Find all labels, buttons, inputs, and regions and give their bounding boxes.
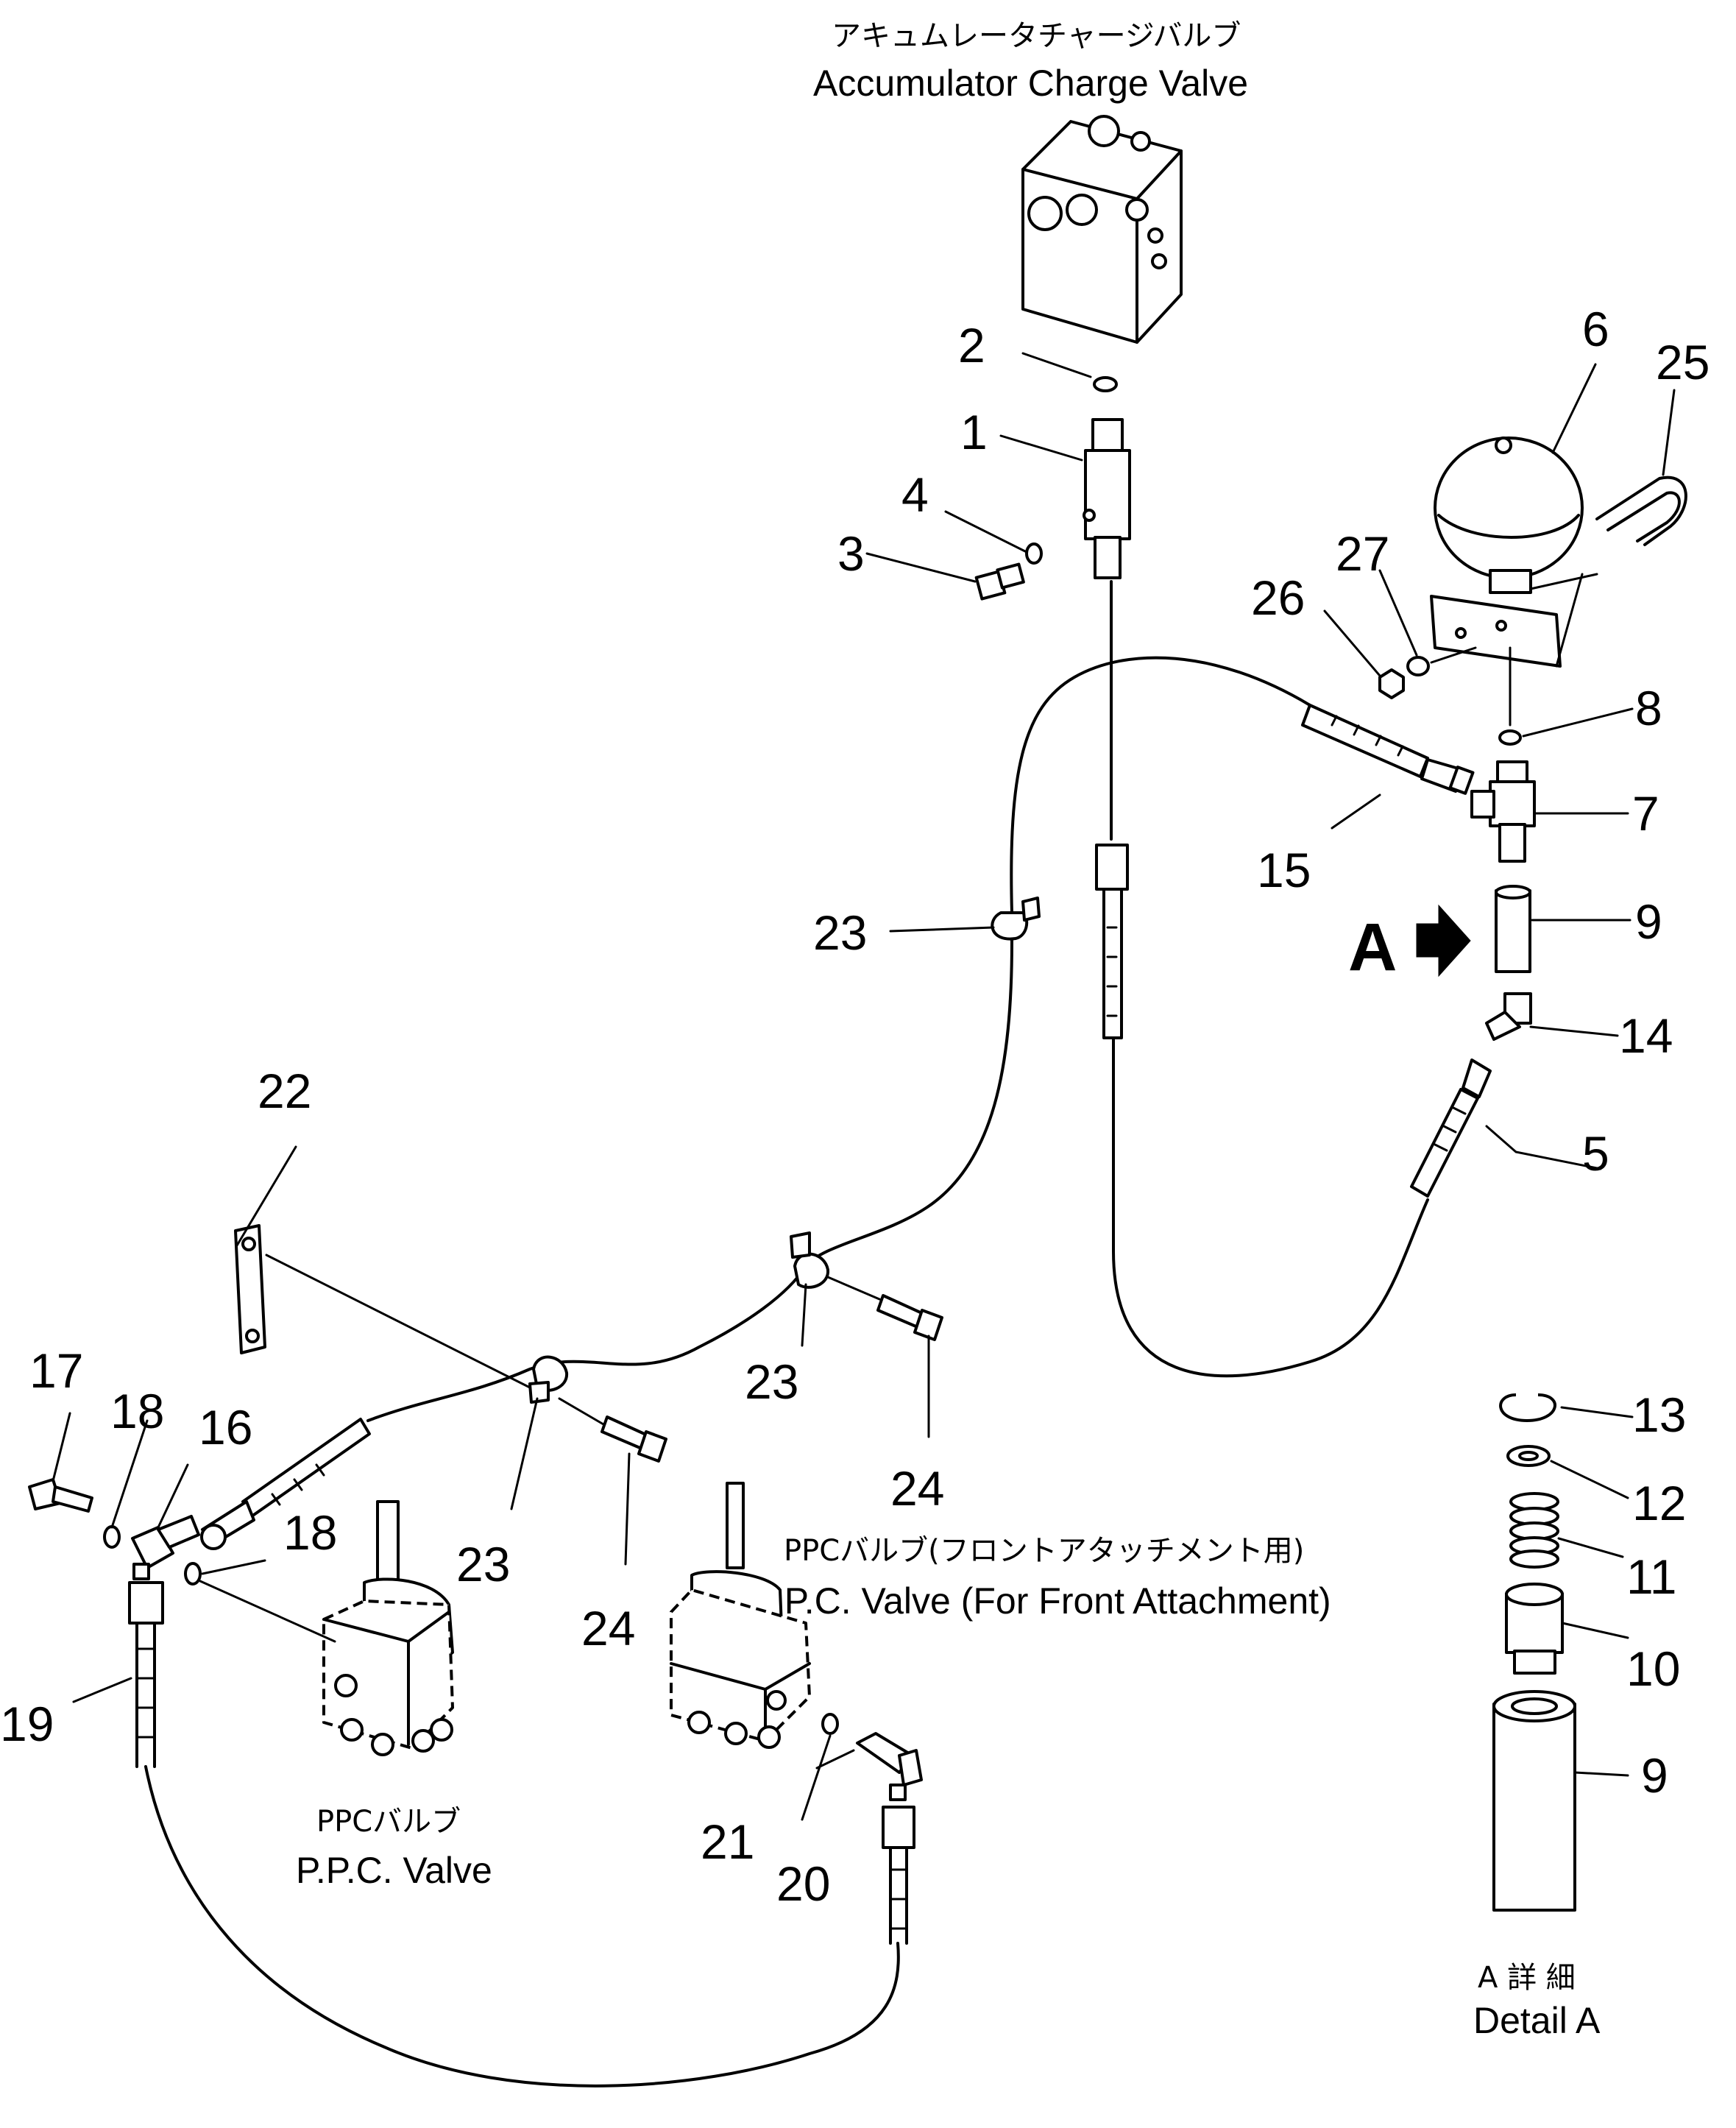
callout-24b: 24 <box>581 1601 635 1655</box>
ppc-valve-right <box>670 1482 811 1749</box>
caption-detail-a-en: Detail A <box>1473 2000 1601 2041</box>
callout-21: 21 <box>701 1814 754 1869</box>
bolt-17 <box>28 1478 93 1513</box>
elbow-16 <box>131 1515 200 1580</box>
valve-10 <box>1505 1583 1564 1675</box>
callout-14: 14 <box>1619 1008 1673 1063</box>
elbow-14 <box>1485 992 1532 1041</box>
spring-11 <box>1509 1492 1559 1569</box>
snap-ring-13 <box>1499 1393 1556 1422</box>
caption-ppc-jp: PPCバルブ <box>316 1805 461 1839</box>
hose-19 <box>128 1581 164 1768</box>
hose-16 <box>200 1418 371 1550</box>
callout-23c: 23 <box>456 1537 510 1591</box>
callout-8: 8 <box>1635 681 1662 735</box>
ppc-valve-left <box>322 1500 454 1756</box>
plug-3 <box>974 562 1025 601</box>
hose-15 <box>1301 704 1475 795</box>
callout-20: 20 <box>776 1856 830 1911</box>
caption-ppc-front-en: P.P.C. Valve (For Front Attachment) <box>754 1580 1331 1622</box>
callout-23a: 23 <box>813 905 867 960</box>
sleeve-9 <box>1495 889 1531 973</box>
bolt-24-left <box>600 1415 667 1463</box>
callout-7: 7 <box>1632 786 1659 841</box>
accumulator-charge-valve <box>1021 115 1183 344</box>
callout-18b: 18 <box>283 1505 337 1560</box>
caption-accumulator-charge-valve-jp: アキュムレータチャージバルブ <box>832 19 1241 53</box>
align-line-24b <box>826 1276 881 1301</box>
callout-11: 11 <box>1626 1549 1677 1604</box>
o-ring-18b <box>184 1562 202 1586</box>
hose-20 <box>882 1806 915 1945</box>
washer-12-hole <box>1518 1451 1539 1461</box>
hose-main <box>366 656 1311 1422</box>
leader-9b <box>1573 1771 1629 1777</box>
view-arrow-a <box>1416 904 1471 978</box>
hose-lower-right <box>1112 1038 1429 1378</box>
align-line-24a <box>558 1397 605 1426</box>
sleeve-9-detail <box>1492 1690 1576 1912</box>
tee-fitting-7 <box>1470 760 1536 863</box>
u-bolt-25 <box>1595 476 1687 546</box>
callout-2: 2 <box>958 318 985 372</box>
callout-26: 26 <box>1251 570 1305 625</box>
callout-24a: 24 <box>890 1461 944 1516</box>
view-marker-a: A <box>1348 910 1397 985</box>
callout-22: 22 <box>258 1064 311 1118</box>
callout-25: 25 <box>1656 335 1710 389</box>
sleeve-9-top <box>1495 885 1531 899</box>
callout-15: 15 <box>1257 843 1311 897</box>
callout-6: 6 <box>1582 302 1609 356</box>
nut-26 <box>1378 668 1405 699</box>
bracket <box>1430 595 1562 668</box>
bolt-24-right <box>876 1294 943 1341</box>
caption-ppc-front-jp: PPCバルブ(フロントアタッチメント用) <box>784 1534 1304 1568</box>
callout-9b: 9 <box>1641 1748 1668 1803</box>
clamp-23-upper <box>991 897 1041 941</box>
callout-18a: 18 <box>110 1384 164 1438</box>
callout-12: 12 <box>1632 1476 1686 1530</box>
caption-detail-a-jp: A 詳 細 <box>1478 1961 1576 1995</box>
o-ring-4 <box>1025 542 1043 565</box>
callout-10: 10 <box>1626 1641 1680 1696</box>
o-ring-2 <box>1093 376 1118 392</box>
callout-23b: 23 <box>745 1354 798 1409</box>
clamp-23-right <box>790 1231 830 1289</box>
clamp-23-left <box>528 1355 569 1404</box>
callout-numbers: 2 1 4 3 6 25 27 26 8 7 15 9 14 5 23 22 2… <box>0 302 1710 1911</box>
callout-9a: 9 <box>1635 894 1662 949</box>
callout-3: 3 <box>837 526 865 581</box>
callout-4: 4 <box>901 467 929 522</box>
o-ring-21 <box>821 1713 839 1735</box>
callout-27: 27 <box>1336 526 1389 581</box>
bracket-line <box>1529 573 1598 668</box>
leader-lines <box>52 352 1676 1821</box>
o-ring-18a <box>103 1525 121 1549</box>
callout-5: 5 <box>1582 1126 1609 1181</box>
accumulator-6 <box>1434 436 1584 594</box>
align-line-18b <box>199 1580 336 1643</box>
callout-19: 19 <box>0 1697 54 1751</box>
hose-5 <box>1410 1058 1492 1198</box>
callout-1: 1 <box>960 405 988 459</box>
caption-accumulator-charge-valve-en: Accumulator Charge Valve <box>813 63 1248 104</box>
hose-vertical <box>1095 844 1129 1039</box>
valve-fitting-1 <box>1083 418 1131 579</box>
stud-line <box>1430 646 1477 664</box>
align-line-22 <box>265 1254 531 1389</box>
callout-16: 16 <box>199 1400 252 1454</box>
washer-27 <box>1406 656 1430 676</box>
o-ring-8 <box>1498 729 1522 746</box>
hose-bottom-loop <box>144 1765 900 2088</box>
elbow-20 <box>856 1732 923 1801</box>
caption-ppc-en: P.P.C. Valve <box>296 1850 492 1891</box>
callout-13: 13 <box>1632 1388 1686 1442</box>
callout-17: 17 <box>29 1343 83 1398</box>
plate-22 <box>234 1224 266 1354</box>
